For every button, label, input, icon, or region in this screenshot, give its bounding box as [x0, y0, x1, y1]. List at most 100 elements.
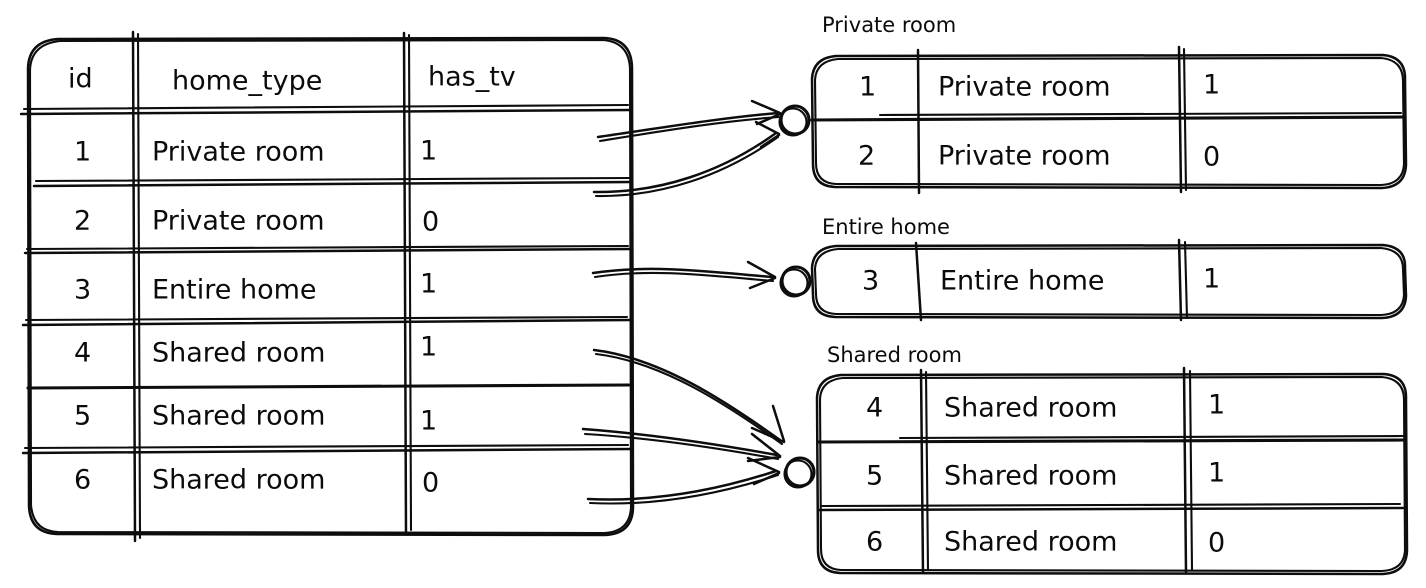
partition-private-room-border-b	[813, 56, 1406, 187]
arrow-row4-to-shared-room	[592, 348, 786, 446]
source-col-divider-1b	[136, 32, 142, 540]
pr-row-sep-1	[810, 115, 1405, 122]
arrow-row6-to-shared-room	[586, 456, 781, 505]
partition-shared-room[interactable]: Shared room 4 Shared room 1 5 Shared roo…	[783, 343, 1409, 576]
cell-id: 3	[862, 266, 879, 297]
partition-private-room-border	[810, 53, 1408, 190]
source-row-sep-header	[19, 108, 633, 116]
cell-has-tv: 0	[1208, 528, 1225, 559]
eh-col-divider-2b	[1183, 240, 1189, 320]
cell-home-type: Entire home	[940, 266, 1105, 297]
cell-has-tv: 1	[420, 406, 437, 437]
source-row-sep-2	[23, 247, 633, 255]
connector-node-shared-room-b	[783, 459, 813, 489]
cell-home-type: Private room	[152, 206, 325, 237]
cell-has-tv: 0	[422, 468, 439, 499]
cell-id: 2	[858, 141, 875, 172]
partition-entire-home[interactable]: Entire home 3 Entire home 1	[779, 215, 1408, 322]
connectors	[581, 99, 786, 505]
source-table-border	[26, 36, 635, 537]
cell-home-type: Shared room	[944, 461, 1117, 492]
source-table-row[interactable]: 5 Shared room 1	[74, 401, 437, 437]
partition-row[interactable]: 2 Private room 0	[858, 141, 1220, 173]
pr-row-sep-1b	[878, 111, 1403, 117]
cell-home-type: Entire home	[152, 275, 317, 306]
cell-home-type: Shared room	[152, 338, 325, 369]
source-table[interactable]: id home_type has_tv 1 Private room 1 2 P…	[19, 30, 635, 543]
sr-col-divider-2	[1182, 366, 1188, 574]
sr-col-divider-2b	[1188, 369, 1194, 572]
source-col-divider-1	[131, 30, 137, 543]
cell-has-tv: 1	[420, 332, 437, 363]
connector-node-private-room	[779, 104, 811, 136]
sr-col-divider-1	[919, 368, 925, 575]
source-row-sep-2b	[25, 244, 630, 251]
cell-home-type: Private room	[152, 137, 325, 168]
cell-id: 6	[866, 527, 883, 558]
cell-has-tv: 1	[1203, 70, 1220, 101]
cell-home-type: Shared room	[152, 465, 325, 496]
arrow-row3-to-entire-home	[591, 260, 777, 290]
cell-home-type: Shared room	[944, 393, 1117, 424]
eh-col-divider-2	[1177, 238, 1183, 322]
source-header-home-type: home_type	[172, 66, 322, 97]
sr-row-sep-2b	[820, 502, 1402, 508]
cell-home-type: Private room	[938, 141, 1111, 172]
partition-shared-room-border	[815, 372, 1409, 576]
partition-row[interactable]: 6 Shared room 0	[866, 527, 1225, 559]
source-row-sep-5	[21, 447, 633, 455]
cell-id: 2	[74, 206, 91, 237]
source-col-divider-2b	[407, 33, 413, 532]
partition-row[interactable]: 1 Private room 1	[859, 70, 1220, 103]
sr-row-sep-1b	[898, 434, 1405, 440]
pr-col-divider-1	[916, 48, 921, 195]
cell-home-type: Shared room	[152, 401, 325, 432]
cell-id: 3	[74, 275, 91, 306]
partition-private-room[interactable]: Private room 1 Private room 1 2 Private …	[778, 13, 1408, 195]
cell-has-tv: 0	[1203, 142, 1220, 173]
partition-entire-home-border	[810, 243, 1408, 320]
source-row-sep-1b	[34, 176, 631, 183]
partition-label-shared-room: Shared room	[827, 343, 962, 367]
source-header-id: id	[68, 64, 93, 95]
partition-label-private-room: Private room	[822, 13, 956, 37]
cell-id: 6	[74, 465, 91, 496]
cell-id: 4	[866, 393, 883, 424]
cell-has-tv: 0	[422, 207, 439, 238]
source-table-row[interactable]: 1 Private room 1	[74, 136, 437, 168]
cell-home-type: Private room	[938, 72, 1111, 103]
connector-node-entire-home	[780, 265, 812, 297]
partition-entire-home-border-b	[813, 246, 1406, 317]
source-row-sep-4	[26, 383, 631, 390]
source-row-sep-1	[32, 180, 634, 188]
cell-has-tv: 1	[1208, 458, 1225, 489]
source-table-row[interactable]: 6 Shared room 0	[74, 465, 439, 499]
source-table-row[interactable]: 2 Private room 0	[74, 206, 439, 238]
cell-has-tv: 1	[1208, 390, 1225, 421]
source-table-row[interactable]: 3 Entire home 1	[74, 269, 437, 306]
cell-home-type: Shared room	[944, 527, 1117, 558]
eh-col-divider-1	[914, 241, 923, 322]
sr-row-sep-1	[816, 438, 1406, 444]
partition-label-entire-home: Entire home	[822, 215, 950, 239]
arrow-row2-to-private-room	[592, 120, 781, 198]
connector-node-shared-room	[784, 456, 816, 488]
connector-node-private-room-b	[778, 107, 808, 137]
partition-shared-room-border-b	[818, 375, 1407, 573]
source-col-divider-2	[402, 31, 408, 536]
partition-row[interactable]: 5 Shared room 1	[866, 458, 1225, 492]
source-row-sep-header-b	[22, 103, 630, 111]
partition-row[interactable]: 3 Entire home 1	[862, 264, 1220, 297]
source-row-sep-3b	[24, 315, 629, 322]
partition-row[interactable]: 4 Shared room 1	[866, 390, 1225, 424]
source-header-has-tv: has_tv	[428, 62, 516, 93]
cell-id: 5	[74, 401, 91, 432]
cell-has-tv: 1	[1203, 264, 1220, 295]
connector-node-entire-home-b	[779, 268, 809, 298]
source-table-border-second-pass	[28, 38, 633, 535]
cell-id: 4	[74, 338, 91, 369]
source-row-sep-5b	[23, 443, 630, 450]
sr-row-sep-2	[816, 506, 1405, 512]
source-table-row[interactable]: 4 Shared room 1	[74, 332, 437, 369]
